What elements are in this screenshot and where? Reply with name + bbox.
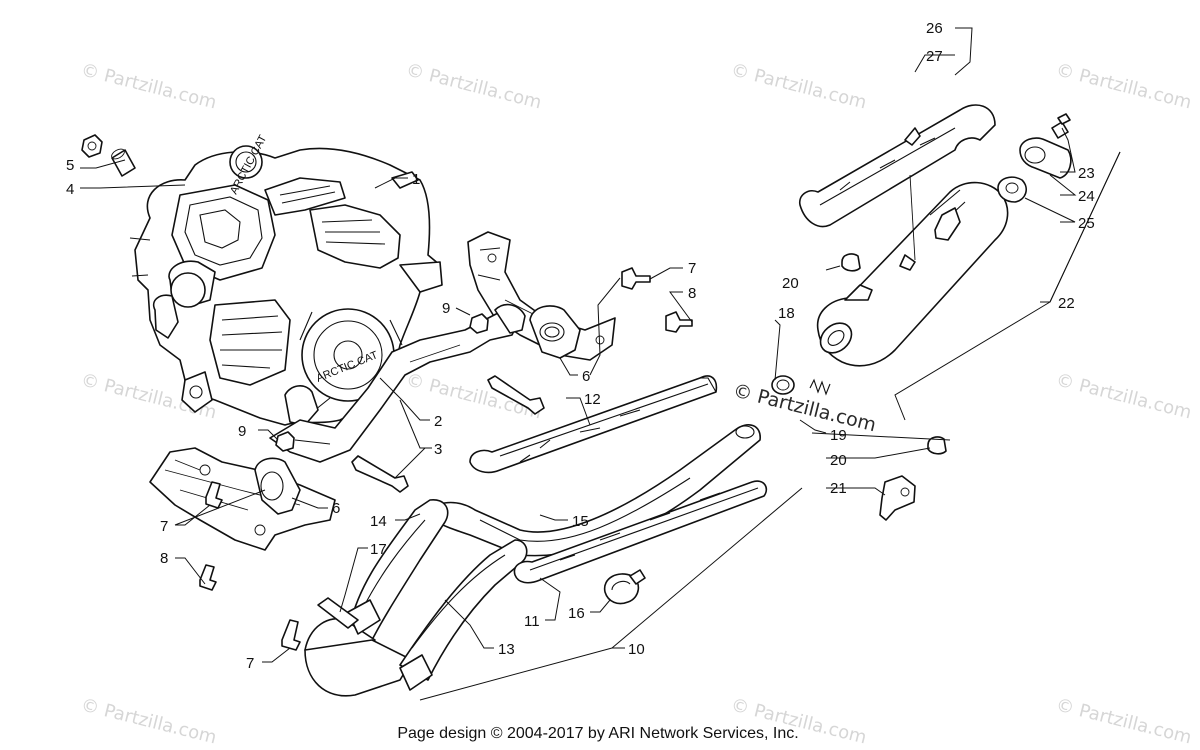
callout-8-lower: 8 bbox=[160, 550, 168, 567]
muffler-tail-parts bbox=[997, 113, 1072, 203]
callout-9-lower: 9 bbox=[238, 423, 246, 440]
callout-16: 16 bbox=[568, 605, 585, 622]
watermark: © Partzilla.com bbox=[404, 59, 544, 113]
watermark: © Partzilla.com bbox=[1054, 369, 1194, 423]
callout-labels: 1 2 3 4 5 6 6 7 7 7 8 8 9 9 10 11 12 13 … bbox=[66, 20, 1095, 672]
page-footer: Page design © 2004-2017 by ARI Network S… bbox=[397, 725, 798, 742]
callout-11: 11 bbox=[524, 613, 540, 630]
exhaust-flange-upper bbox=[529, 305, 581, 359]
spring bbox=[809, 378, 831, 396]
callout-27: 27 bbox=[926, 48, 943, 65]
muffler-inlet-parts bbox=[771, 375, 831, 396]
pipe-mount-bracket bbox=[269, 303, 526, 463]
callout-7-left: 7 bbox=[160, 518, 168, 535]
watermark: © Partzilla.com bbox=[1054, 694, 1194, 748]
exhaust-gasket bbox=[317, 597, 359, 629]
engine-oil-cap bbox=[229, 145, 263, 179]
exhaust-flange-lower bbox=[254, 457, 301, 515]
callout-14: 14 bbox=[370, 513, 387, 530]
callout-10: 10 bbox=[628, 641, 645, 658]
callout-17: 17 bbox=[370, 541, 387, 558]
hex-nut bbox=[81, 134, 103, 158]
muffler bbox=[816, 181, 1009, 367]
engine-assembly: ARCTIC CAT ARCTIC CAT bbox=[129, 133, 443, 426]
bolt bbox=[281, 619, 301, 651]
hex-nut bbox=[275, 431, 295, 452]
callout-5: 5 bbox=[66, 157, 74, 174]
callout-8-upper: 8 bbox=[688, 285, 696, 302]
callout-6-lower: 6 bbox=[332, 500, 340, 517]
callout-23: 23 bbox=[1078, 165, 1095, 182]
fasteners bbox=[81, 134, 693, 651]
gasket-and-clamp bbox=[317, 569, 646, 629]
callout-22: 22 bbox=[1058, 295, 1075, 312]
heat-shield-upper bbox=[469, 375, 718, 474]
muffler-heat-shield bbox=[798, 104, 996, 271]
mid-pipe bbox=[429, 424, 761, 557]
callout-24: 24 bbox=[1078, 188, 1095, 205]
leader-lines bbox=[80, 27, 1121, 701]
callout-12: 12 bbox=[584, 391, 601, 408]
callout-13: 13 bbox=[498, 641, 515, 658]
muffler-mount-parts bbox=[841, 253, 947, 521]
callout-7-bottom: 7 bbox=[246, 655, 254, 672]
muffler-bracket bbox=[879, 475, 916, 521]
tail-pipe bbox=[1019, 137, 1072, 179]
tail-gasket bbox=[997, 176, 1027, 203]
bolt bbox=[487, 375, 545, 415]
callout-18: 18 bbox=[778, 305, 795, 322]
callout-1: 1 bbox=[412, 171, 420, 188]
callout-2: 2 bbox=[434, 413, 442, 430]
bolt bbox=[621, 267, 651, 290]
bolt bbox=[205, 481, 223, 509]
bolt bbox=[199, 564, 217, 591]
bolt bbox=[351, 455, 409, 493]
hose-clamp bbox=[603, 573, 640, 605]
callout-4: 4 bbox=[66, 181, 74, 198]
callout-26: 26 bbox=[926, 20, 943, 37]
spacer bbox=[111, 149, 136, 177]
callout-20-upper: 20 bbox=[782, 275, 799, 292]
callout-15: 15 bbox=[572, 513, 589, 530]
callout-19: 19 bbox=[830, 427, 847, 444]
watermark: © Partzilla.com bbox=[1054, 59, 1194, 113]
hex-nut bbox=[469, 313, 489, 334]
watermark: © Partzilla.com bbox=[729, 59, 869, 113]
watermark: © Partzilla.com bbox=[79, 59, 219, 113]
callout-3: 3 bbox=[434, 441, 442, 458]
callout-20-lower: 20 bbox=[830, 452, 847, 469]
callout-6-upper: 6 bbox=[582, 368, 590, 385]
bolt bbox=[665, 311, 693, 333]
header-pipes bbox=[304, 499, 528, 697]
watermark: © Partzilla.com bbox=[79, 694, 219, 748]
callout-21: 21 bbox=[830, 480, 847, 497]
callout-25: 25 bbox=[1078, 215, 1095, 232]
callout-7-upper: 7 bbox=[688, 260, 696, 277]
rubber-bushing bbox=[841, 253, 861, 272]
seal-ring bbox=[771, 375, 795, 395]
heat-shield-lower bbox=[513, 480, 768, 584]
callout-9-upper: 9 bbox=[442, 300, 450, 317]
